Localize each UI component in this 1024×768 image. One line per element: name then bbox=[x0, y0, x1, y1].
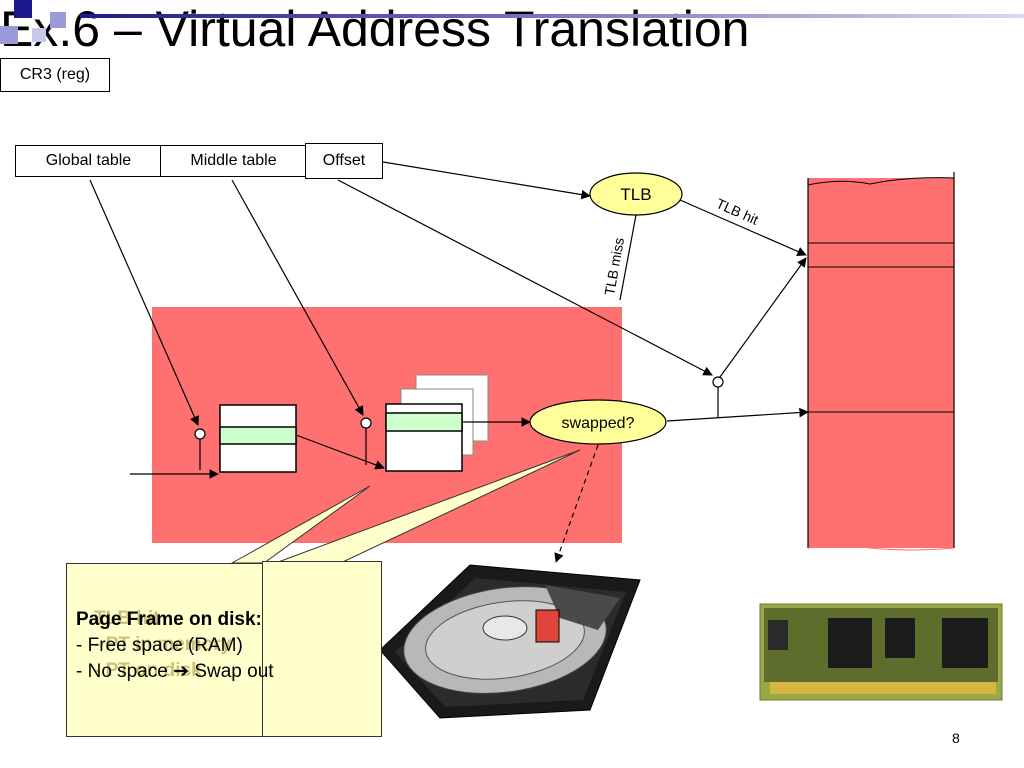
arrow-offset-to-tlb bbox=[382, 161, 591, 200]
page-number: 8 bbox=[952, 730, 960, 746]
hard-disk-image bbox=[379, 564, 641, 719]
arrow-global-to-table bbox=[89, 179, 199, 426]
arrow-swapped-to-memory bbox=[666, 407, 809, 422]
global-page-table bbox=[219, 404, 297, 473]
tlb-miss-label: TLB miss bbox=[601, 236, 627, 296]
middle-table-connector bbox=[360, 417, 372, 429]
callout-back-tail bbox=[230, 485, 371, 564]
corner-decoration bbox=[0, 0, 80, 46]
memory-bottom-edge bbox=[807, 545, 955, 551]
title-rule bbox=[80, 14, 1024, 18]
memory-top-edge bbox=[807, 177, 955, 186]
callout-back-text: TLB hit - PT in memory - PT on disk bbox=[94, 606, 231, 684]
callout-front-heading: Page Frame on disk: bbox=[76, 609, 262, 630]
ram-module-image bbox=[759, 603, 1003, 701]
disk-page-frame bbox=[535, 609, 560, 643]
tlb-node bbox=[589, 172, 683, 216]
swapped-node bbox=[529, 399, 667, 445]
callout-back-line: - PT in memory bbox=[94, 634, 232, 655]
middle-table-field: Middle table bbox=[160, 145, 307, 177]
page-title: Ex.6 – Virtual Address Translation bbox=[0, 1, 750, 57]
callout-front-line: - No space ➔ Swap out bbox=[76, 661, 274, 682]
arrow-swapped-to-disk bbox=[554, 444, 599, 563]
offset-field: Offset bbox=[305, 143, 383, 179]
cr3-register: CR3 (reg) bbox=[0, 58, 110, 92]
callout-front-text: Page Frame on disk: - Free space (RAM) -… bbox=[76, 607, 274, 685]
arrow-mux-to-memory bbox=[719, 257, 807, 378]
middle-page-table-stack bbox=[385, 374, 489, 472]
tlb-hit-label: TLB hit bbox=[714, 195, 761, 228]
arrow-global-to-middle bbox=[295, 434, 385, 470]
physical-memory bbox=[808, 178, 954, 548]
arrow-middle-to-table bbox=[231, 179, 364, 416]
arrow-offset-to-mux bbox=[337, 179, 713, 376]
tlb-label: TLB bbox=[620, 185, 651, 204]
global-table-field: Global table bbox=[15, 145, 162, 177]
swapped-label: swapped? bbox=[562, 415, 635, 432]
callout-back-line: - PT on disk bbox=[94, 660, 202, 681]
callout-back-line: TLB hit bbox=[94, 608, 160, 629]
callout-back bbox=[66, 563, 264, 737]
mux-connector bbox=[712, 376, 724, 388]
callout-front-line: - Free space (RAM) bbox=[76, 635, 243, 656]
arrow-tlb-miss bbox=[619, 214, 637, 301]
global-table-connector bbox=[194, 428, 206, 440]
callout-front bbox=[262, 561, 382, 737]
arrow-tlb-hit bbox=[679, 199, 807, 256]
